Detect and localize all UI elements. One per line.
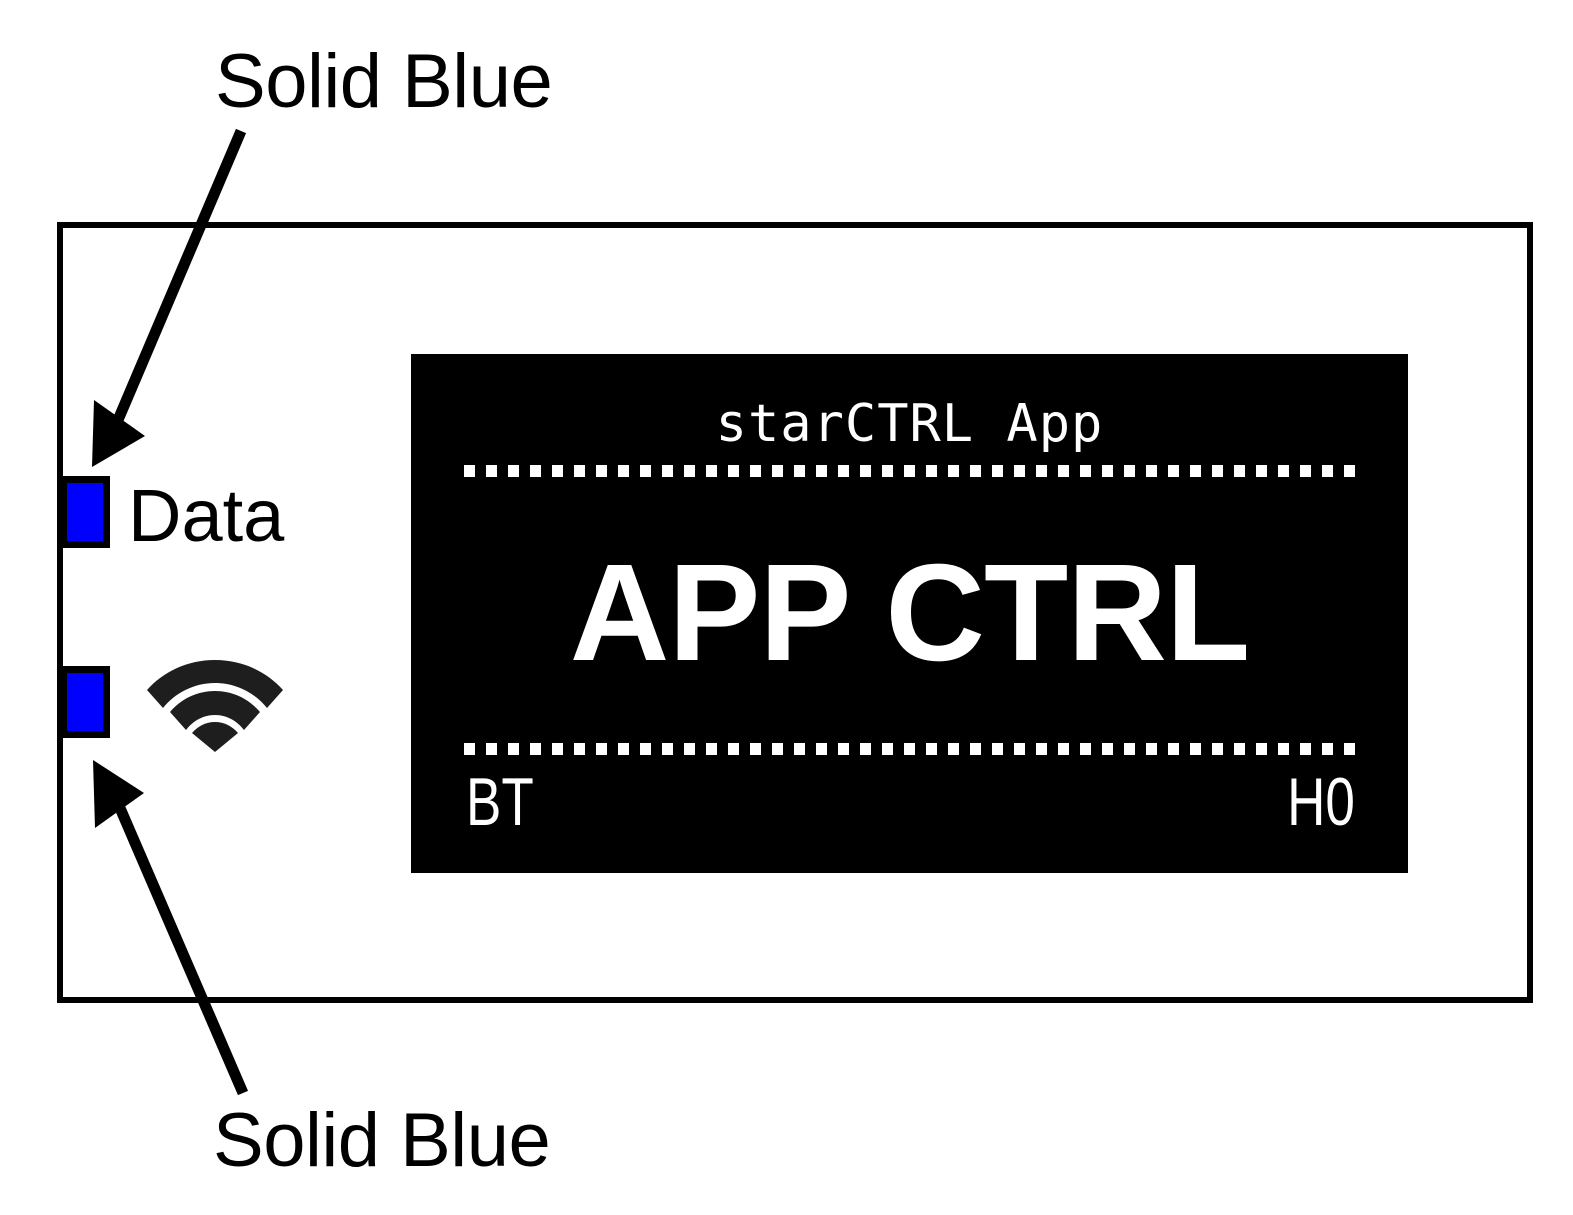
lcd-display-panel: starCTRL App APP CTRL BT H0 xyxy=(411,354,1408,873)
wifi-icon xyxy=(147,660,283,752)
lcd-divider-top xyxy=(464,465,1355,477)
lcd-status-left: BT xyxy=(466,764,534,840)
device-outline-frame xyxy=(57,222,1533,1003)
lcd-title-text: APP CTRL xyxy=(569,536,1251,690)
led-indicator-data xyxy=(60,476,110,548)
lcd-divider-bottom xyxy=(464,743,1355,755)
lcd-header-text: starCTRL App xyxy=(715,394,1104,454)
callout-label-bottom: Solid Blue xyxy=(213,1098,551,1183)
lcd-status-right: H0 xyxy=(1287,764,1355,840)
callout-label-top: Solid Blue xyxy=(215,39,553,124)
led-label-data: Data xyxy=(128,474,285,557)
led-indicator-wifi xyxy=(60,666,110,738)
